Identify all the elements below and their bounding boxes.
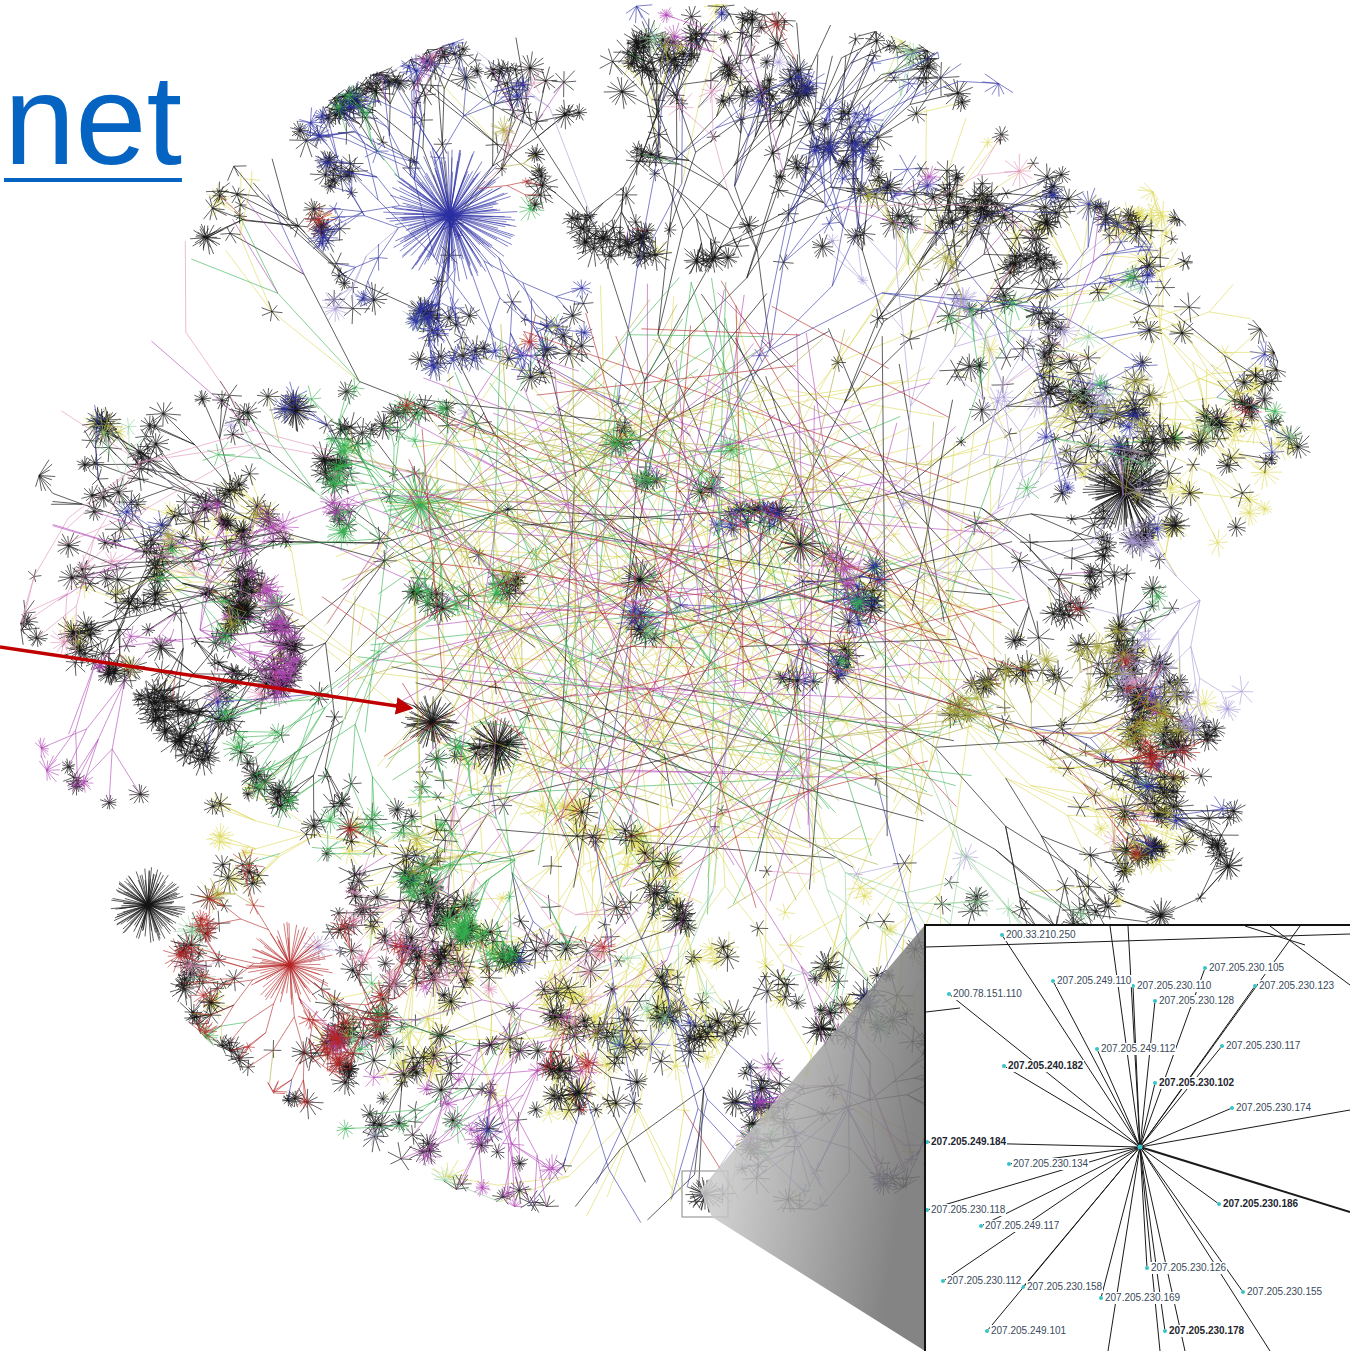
inset-link <box>1108 1147 1140 1351</box>
ip-address: 207.205.230.102 <box>1158 1077 1235 1089</box>
ip-address: 207.205.230.126 <box>1150 1262 1227 1274</box>
inset-link <box>1140 1147 1242 1290</box>
ip-address: 207.205.230.118 <box>930 1204 1006 1216</box>
ip-address: 207.205.230.186 <box>1222 1198 1299 1210</box>
ip-address: 207.205.230.178 <box>1168 1325 1245 1337</box>
ip-address: 207.205.230.112 <box>946 1275 1022 1287</box>
router-dot <box>1253 984 1257 988</box>
ip-address: 207.205.249.184 <box>930 1136 1007 1148</box>
inset-link <box>983 1147 1140 1225</box>
router-dot <box>1230 1106 1234 1110</box>
router-dot <box>1099 1296 1103 1300</box>
ip-address: 207.205.230.128 <box>1158 995 1235 1007</box>
inset-link <box>1102 1147 1141 1296</box>
inset-link <box>1128 926 1140 1147</box>
router-dot <box>1203 966 1207 970</box>
zoom-inset <box>925 925 1350 1351</box>
inset-link <box>1140 1110 1350 1147</box>
router-dot <box>947 992 951 996</box>
ip-address: 207.205.230.155 <box>1246 1286 1323 1298</box>
router-dot <box>1002 1064 1006 1068</box>
pointer-arrow <box>0 647 410 708</box>
router-dot <box>1153 999 1157 1003</box>
inset-link <box>1140 1147 1350 1212</box>
router-dot <box>1145 1266 1149 1270</box>
ip-address: 207.205.230.158 <box>1026 1281 1103 1293</box>
ip-address: 207.205.230.110 <box>1136 980 1212 992</box>
zoom-projection <box>700 925 925 1351</box>
inset-link <box>929 1147 1140 1209</box>
ip-address: 207.205.230.123 <box>1258 980 1335 992</box>
ip-address: 207.205.230.169 <box>1104 1292 1181 1304</box>
router-dot <box>1051 979 1055 983</box>
router-dot <box>926 1208 929 1212</box>
router-dot <box>941 1279 945 1283</box>
inset-link <box>1110 926 1140 1147</box>
ip-address: 207.205.230.134 <box>1012 1158 1089 1170</box>
ip-address: 207.205.249.117 <box>984 1220 1060 1232</box>
ip-address: 207.205.230.105 <box>1208 962 1285 974</box>
ip-address: 207.205.230.117 <box>1225 1040 1301 1052</box>
hub-dot <box>1138 1145 1143 1150</box>
ip-address: 207.205.249.101 <box>990 1325 1067 1337</box>
inset-link <box>1140 1147 1217 1203</box>
ip-address: 207.205.230.174 <box>1235 1102 1312 1114</box>
inset-link <box>1140 1147 1185 1351</box>
inset-link <box>1140 1003 1155 1147</box>
router-dot <box>985 1329 989 1333</box>
inset-link <box>1140 1147 1270 1351</box>
router-dot <box>1095 1047 1099 1051</box>
ip-address: 200.33.210.250 <box>1005 929 1077 941</box>
router-dot <box>926 1140 929 1144</box>
inset-links <box>926 926 1350 1351</box>
inset-link <box>1245 926 1305 945</box>
inset-link <box>926 1008 960 1012</box>
ip-address: 207.205.249.110 <box>1056 975 1132 987</box>
router-dot <box>1163 1329 1167 1333</box>
inset-link <box>926 934 1350 947</box>
inset-link <box>1140 1048 1221 1147</box>
inset-link <box>1270 926 1350 985</box>
inset-link <box>1006 1067 1140 1147</box>
router-dot <box>1220 1044 1224 1048</box>
router-dot <box>1217 1202 1221 1206</box>
ip-address: 207.205.249.112 <box>1100 1043 1176 1055</box>
inset-link <box>951 995 1140 1147</box>
ip-address: 207.205.240.182 <box>1007 1060 1084 1072</box>
slide-title: net <box>4 56 182 184</box>
inset-link <box>1003 937 1140 1147</box>
router-dot <box>1000 933 1004 937</box>
router-dot <box>979 1224 983 1228</box>
router-dot <box>1153 1081 1157 1085</box>
router-dot <box>1241 1290 1245 1294</box>
ip-address: 200.78.151.110 <box>952 988 1023 1000</box>
router-dot <box>1007 1162 1011 1166</box>
inset-link <box>1140 1147 1160 1351</box>
